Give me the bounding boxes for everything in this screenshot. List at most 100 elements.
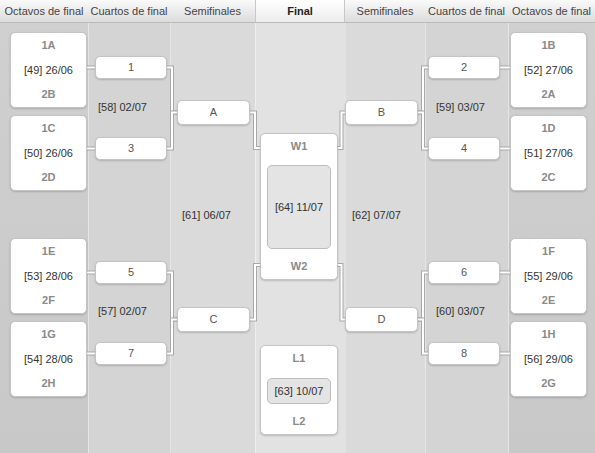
bracket-connector bbox=[338, 265, 345, 320]
match-box: L1L2[63] 10/07 bbox=[260, 345, 338, 435]
slot-label: [56] 29/06 bbox=[524, 353, 573, 366]
slot-label: [63] 10/07 bbox=[275, 385, 324, 398]
slot-label: D bbox=[378, 313, 386, 326]
match-box: 1F [55] 29/06 2E bbox=[510, 238, 587, 314]
slot-label: 6 bbox=[461, 266, 467, 279]
slot-label: L1 bbox=[293, 352, 306, 365]
connector-line bbox=[167, 320, 177, 354]
team-code: 2H bbox=[41, 377, 55, 390]
team-code: 2F bbox=[42, 294, 55, 307]
bracket-connector bbox=[87, 67, 95, 68]
bracket-connector bbox=[418, 113, 428, 149]
match-date-label: [59] 03/07 bbox=[436, 101, 485, 114]
slot-label: [53] 28/06 bbox=[24, 270, 73, 283]
connector-line bbox=[87, 67, 95, 69]
bracket-connector bbox=[167, 68, 177, 113]
team-code: 1H bbox=[541, 328, 555, 341]
team-code: 1G bbox=[41, 328, 56, 341]
match-box: W1W2[64] 11/07 bbox=[260, 133, 338, 280]
connector-outline bbox=[338, 113, 345, 149]
team-code: 1D bbox=[541, 122, 555, 135]
match-box: 1D[51] 27/062C bbox=[510, 115, 587, 191]
round-slot-box: 4 bbox=[428, 137, 500, 160]
slot-label: W2 bbox=[291, 260, 308, 273]
column-band bbox=[170, 0, 256, 453]
bracket-connector bbox=[418, 320, 428, 354]
slot-label: [50] 26/06 bbox=[24, 147, 73, 160]
bracket-connector bbox=[418, 68, 428, 113]
team-code: 2A bbox=[541, 88, 555, 101]
slot-label: [64] 11/07 bbox=[275, 201, 323, 214]
connector-outline bbox=[500, 271, 510, 275]
match-date-box: [63] 10/07 bbox=[267, 378, 331, 404]
slot-label: [55] 29/06 bbox=[524, 270, 573, 283]
connector-line bbox=[167, 68, 177, 113]
connector-outline bbox=[167, 113, 177, 149]
team-code: 1B bbox=[541, 39, 555, 52]
bracket-connector bbox=[250, 113, 260, 149]
slot-label: A bbox=[210, 106, 217, 119]
match-date-label: [62] 07/07 bbox=[352, 209, 401, 222]
connector-line bbox=[500, 67, 510, 69]
round-slot-box: 7 bbox=[95, 342, 167, 365]
connector-line bbox=[418, 320, 428, 354]
match-date-label: [58] 02/07 bbox=[98, 101, 147, 114]
round-header: Octavos de final bbox=[0, 5, 88, 18]
round-slot-box: 6 bbox=[428, 261, 500, 284]
connector-outline bbox=[418, 320, 428, 354]
round-slot-box: 1 bbox=[95, 56, 167, 79]
slot-label: 4 bbox=[461, 142, 467, 155]
connector-outline bbox=[167, 273, 177, 320]
slot-label: [49] 26/06 bbox=[24, 64, 73, 77]
match-box: 1H[56] 29/062G bbox=[510, 321, 587, 397]
round-slot-box: B bbox=[345, 100, 418, 125]
connector-outline bbox=[167, 320, 177, 354]
slot-label: [52] 27/06 bbox=[524, 64, 573, 77]
connector-outline bbox=[87, 352, 95, 356]
round-header: Octavos de final bbox=[508, 5, 595, 18]
connector-outline bbox=[338, 265, 345, 320]
connector-line bbox=[338, 265, 345, 320]
match-box: 1B [52] 27/06 2A bbox=[510, 32, 587, 108]
connector-outline bbox=[500, 66, 510, 70]
connector-line bbox=[418, 113, 428, 149]
round-header: Semifinales bbox=[170, 5, 255, 18]
team-code: 2D bbox=[41, 171, 55, 184]
match-date-box: [64] 11/07 bbox=[267, 165, 331, 249]
bracket-connector bbox=[500, 353, 510, 354]
team-code: 1C bbox=[41, 122, 55, 135]
column-band bbox=[346, 0, 425, 453]
match-date-label: [61] 06/07 bbox=[182, 209, 231, 222]
team-code: 1A bbox=[41, 39, 55, 52]
round-header: Cuartos de final bbox=[88, 5, 170, 18]
match-date-label: [57] 02/07 bbox=[98, 305, 147, 318]
match-box: 1G[54] 28/062H bbox=[10, 321, 87, 397]
connector-line bbox=[500, 148, 510, 150]
connector-outline bbox=[418, 273, 428, 320]
bracket-connector bbox=[167, 113, 177, 149]
match-box: 1E [53] 28/06 2F bbox=[10, 238, 87, 314]
team-code: 2E bbox=[542, 294, 555, 307]
connector-line bbox=[87, 272, 95, 274]
team-code: 1E bbox=[42, 245, 55, 258]
bracket-connector bbox=[87, 272, 95, 273]
bracket-connector bbox=[250, 265, 260, 320]
connector-outline bbox=[167, 68, 177, 113]
connector-line bbox=[500, 353, 510, 355]
match-box: 1A[49] 26/062B bbox=[10, 32, 87, 108]
connector-outline bbox=[87, 66, 95, 70]
connector-outline bbox=[500, 352, 510, 356]
team-code: 1F bbox=[542, 245, 555, 258]
connector-outline bbox=[418, 68, 428, 113]
connector-line bbox=[500, 272, 510, 274]
connector-line bbox=[250, 265, 260, 320]
slot-label: 8 bbox=[461, 347, 467, 360]
connector-outline bbox=[500, 147, 510, 151]
slot-label: 7 bbox=[128, 347, 134, 360]
bracket-connector bbox=[87, 353, 95, 354]
bracket-connector bbox=[167, 273, 177, 320]
bracket-connector bbox=[418, 273, 428, 320]
round-slot-box: A bbox=[177, 100, 250, 125]
bracket-connector bbox=[500, 272, 510, 273]
round-header: Semifinales bbox=[345, 5, 425, 18]
